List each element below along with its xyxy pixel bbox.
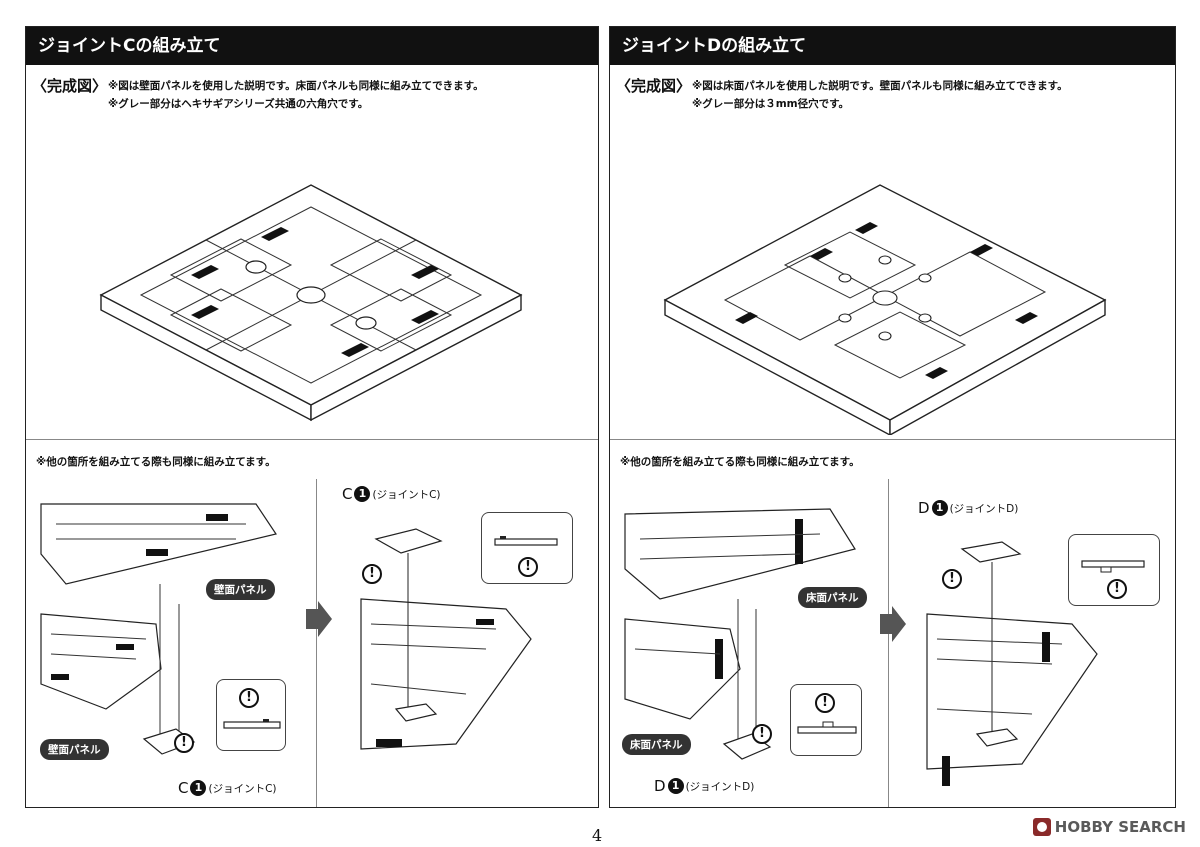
note-panel-type: ※図は壁面パネルを使用した説明です。床面パネルも同様に組み立てできます。 (108, 80, 484, 92)
note-hex-holes: ※グレー部分はヘキサギアシリーズ共通の六角穴です。 (108, 98, 369, 110)
part-label-c1-step2: C 1 (ジョイントC) (342, 485, 441, 503)
caution-icon: ! (815, 693, 835, 713)
wall-panel-tag-top: 壁面パネル (206, 579, 275, 600)
part-number-badge: 1 (190, 780, 207, 796)
step-divider (888, 479, 889, 807)
assembly-note: ※他の箇所を組み立てる際も同様に組み立てます。 (36, 456, 276, 468)
complete-label: 〈完成図〉 (32, 77, 108, 95)
joint-d-completed-view: 〈完成図〉 ※図は床面パネルを使用した説明です。壁面パネルも同様に組み立てできま… (610, 65, 1175, 440)
joint-d-assembly-steps: ※他の箇所を組み立てる際も同様に組み立てます。 床面パネル 床面パネル ! (610, 439, 1175, 807)
note-3mm-holes: ※グレー部分は３mm径穴です。 (692, 98, 850, 110)
joint-d-section: ジョイントDの組み立て 〈完成図〉 ※図は床面パネルを使用した説明です。壁面パネ… (609, 26, 1176, 808)
step1-panels-illustration (624, 508, 856, 760)
completed-panel-grid-illustration (99, 184, 523, 422)
next-step-arrow-icon (306, 601, 332, 637)
part-number-badge: 1 (354, 486, 371, 502)
next-step-arrow-icon (880, 606, 906, 642)
caution-icon: ! (239, 688, 259, 708)
step2-assembly-illustration (926, 541, 1098, 786)
part-name: (ジョイントD) (685, 780, 755, 793)
step1-panels-illustration (40, 503, 277, 755)
part-letter: D (918, 499, 930, 517)
joint-c-section: ジョイントCの組み立て 〈完成図〉 ※図は壁面パネルを使用した説明です。床面パネ… (25, 26, 599, 808)
part-letter: C (342, 485, 353, 503)
caution-icon: ! (174, 733, 194, 753)
watermark-text: HOBBY SEARCH (1054, 818, 1186, 836)
floor-panel-tag-top: 床面パネル (798, 587, 867, 608)
complete-label: 〈完成図〉 (616, 77, 692, 95)
hobby-search-watermark: HOBBY SEARCH (1032, 818, 1186, 836)
detail-callout-box: ! (481, 512, 573, 584)
hobby-search-logo-icon (1032, 818, 1051, 836)
wall-panel-tag-bottom: 壁面パネル (40, 739, 109, 760)
joint-side-view-icon (797, 721, 857, 734)
joint-side-view-icon (1081, 560, 1145, 573)
caution-icon: ! (362, 564, 382, 584)
part-name: (ジョイントD) (949, 502, 1019, 515)
part-name: (ジョイントC) (372, 488, 441, 501)
assembly-note: ※他の箇所を組み立てる際も同様に組み立てます。 (620, 456, 860, 468)
joint-side-view-icon (494, 536, 558, 546)
part-label-d1-step1: D 1 (ジョイントD) (654, 777, 754, 795)
page-number: 4 (592, 826, 603, 845)
part-letter: C (178, 779, 189, 797)
joint-c-assembly-steps: ※他の箇所を組み立てる際も同様に組み立てます。 (26, 439, 598, 807)
joint-side-view-icon (223, 719, 281, 729)
part-letter: D (654, 777, 666, 795)
detail-callout-box: ! (1068, 534, 1160, 606)
part-label-d1-step2: D 1 (ジョイントD) (918, 499, 1018, 517)
caution-icon: ! (1107, 579, 1127, 599)
part-number-badge: 1 (667, 778, 684, 794)
joint-d-title: ジョイントDの組み立て (610, 27, 1175, 65)
part-name: (ジョイントC) (208, 782, 277, 795)
step2-assembly-illustration (360, 528, 532, 750)
part-label-c1-step1: C 1 (ジョイントC) (178, 779, 277, 797)
note-panel-type: ※図は床面パネルを使用した説明です。壁面パネルも同様に組み立てできます。 (692, 80, 1068, 92)
caution-icon: ! (942, 569, 962, 589)
caution-icon: ! (518, 557, 538, 577)
floor-panel-tag-bottom: 床面パネル (622, 734, 691, 755)
step-divider (316, 479, 317, 807)
completed-floor-panel-illustration (663, 184, 1107, 435)
detail-callout-box: ! (216, 679, 286, 751)
joint-c-completed-view: 〈完成図〉 ※図は壁面パネルを使用した説明です。床面パネルも同様に組み立てできま… (26, 65, 598, 440)
detail-callout-box: ! (790, 684, 862, 756)
part-number-badge: 1 (931, 500, 948, 516)
caution-icon: ! (752, 724, 772, 744)
joint-c-title: ジョイントCの組み立て (26, 27, 598, 65)
